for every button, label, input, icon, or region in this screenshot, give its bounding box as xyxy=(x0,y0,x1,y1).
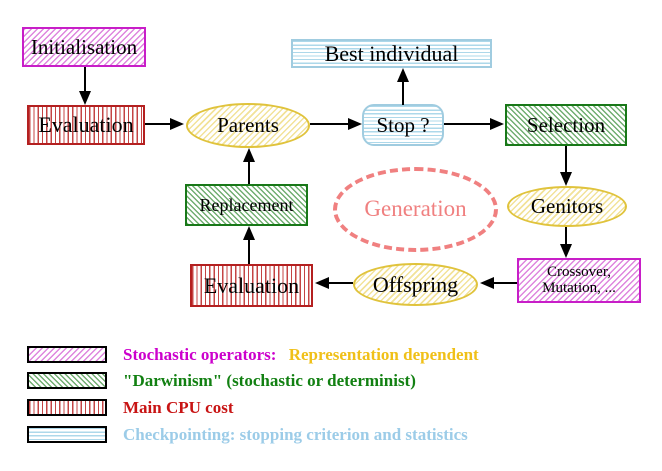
node-offspring: Offspring xyxy=(353,263,478,306)
node-crossover-mutation: Crossover, Mutation, ... xyxy=(517,258,641,303)
node-parents: Parents xyxy=(186,103,310,148)
node-evaluation-top: Evaluation xyxy=(27,105,145,145)
legend-label-stochastic-operators: Stochastic operators: Representation dep… xyxy=(123,345,479,365)
legend-swatch-stochastic-operators xyxy=(27,346,107,363)
crossover-line1: Crossover, xyxy=(547,263,611,280)
legend-label-cpu-cost: Main CPU cost xyxy=(123,398,234,417)
node-initialisation: Initialisation xyxy=(22,27,146,67)
legend-swatch-cpu-cost xyxy=(27,399,107,416)
legend-swatch-checkpointing xyxy=(27,426,107,443)
legend-text-representation: Representation dependent xyxy=(288,345,479,364)
legend-label-darwinism: "Darwinism" (stochastic or determinist) xyxy=(123,371,416,390)
node-replacement: Replacement xyxy=(185,184,308,226)
node-evaluation-bottom: Evaluation xyxy=(190,264,313,307)
node-generation: Generation xyxy=(333,167,498,252)
legend-swatch-darwinism xyxy=(27,372,107,389)
crossover-line2: Mutation, ... xyxy=(542,279,616,296)
legend-label-checkpointing: Checkpointing: stopping criterion and st… xyxy=(123,425,468,444)
node-stop: Stop ? xyxy=(362,104,444,146)
node-best-individual: Best individual xyxy=(291,39,492,68)
legend-text-stochastic: Stochastic operators: xyxy=(123,345,277,364)
node-genitors: Genitors xyxy=(507,186,627,227)
node-selection: Selection xyxy=(505,104,627,146)
